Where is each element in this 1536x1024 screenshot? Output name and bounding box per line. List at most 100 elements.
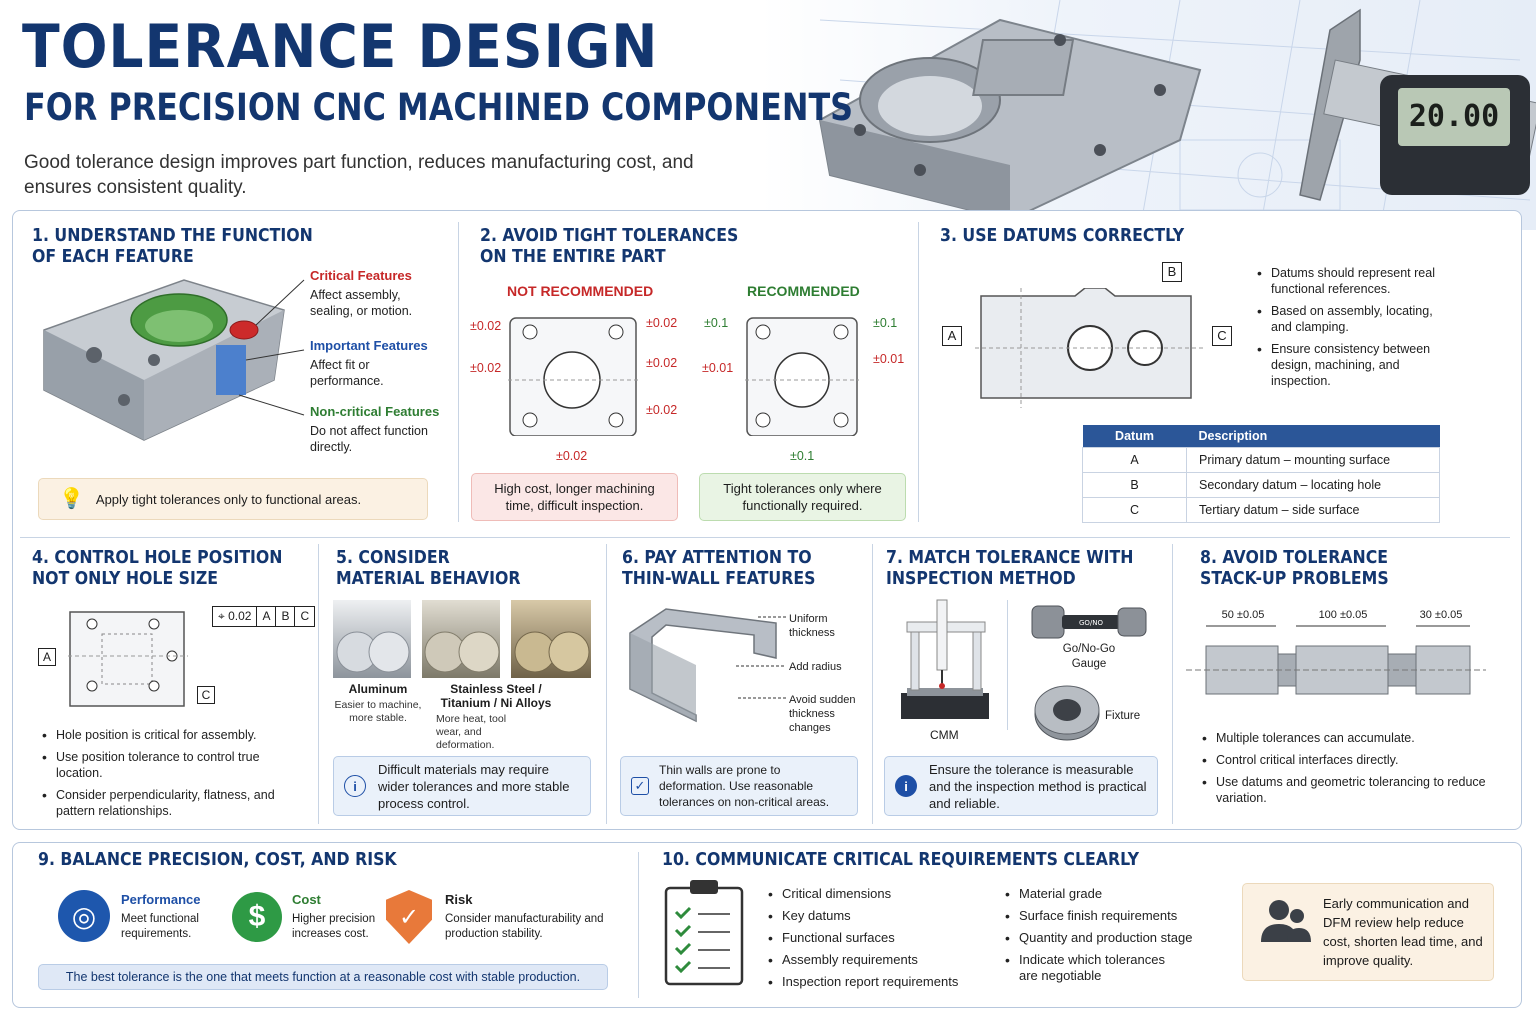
lightbulb-icon: 💡 — [59, 487, 84, 510]
datum-bullets: Datums should represent real functional … — [1255, 265, 1455, 395]
hole-position-bullets: Hole position is critical for assembly. … — [40, 727, 280, 825]
people-icon — [1261, 900, 1311, 942]
balance-banner: The best tolerance is the one that meets… — [38, 964, 608, 990]
list-item: Assembly requirements — [766, 952, 986, 968]
tol-label: ±0.02 — [470, 319, 502, 333]
section3-title: 3. USE DATUMS CORRECTLY — [940, 226, 1185, 246]
caliper-readout: 20.00 — [1409, 99, 1499, 134]
list-item: Surface finish requirements — [1003, 908, 1213, 924]
material-note-text: Difficult materials may require wider to… — [378, 761, 570, 811]
machined-part-photo: 20.00 — [818, 0, 1536, 230]
table-row: C Tertiary datum – side surface — [1082, 496, 1440, 523]
section1-title: 1. UNDERSTAND THE FUNCTION OF EACH FEATU… — [32, 226, 313, 267]
table-header: Datum — [1082, 425, 1187, 447]
hole-position-drawing — [68, 611, 188, 707]
divider — [458, 222, 459, 522]
section9-title: 9. BALANCE PRECISION, COST, AND RISK — [38, 850, 397, 870]
page-subtitle: FOR PRECISION CNC MACHINED COMPONENTS — [24, 86, 854, 129]
table-cell: Secondary datum – locating hole — [1186, 471, 1440, 498]
risk-desc: Consider manufacturability and productio… — [445, 913, 604, 940]
datum-a-label: A — [942, 326, 962, 346]
bullet: Use position tolerance to control true l… — [40, 749, 280, 781]
bullet: Control critical interfaces directly. — [1200, 752, 1490, 768]
fcf-tolerance: 0.02 — [228, 609, 252, 623]
feature-control-frame: ⌖ 0.02 A B C — [212, 606, 316, 627]
steel-label: Stainless Steel / Titanium / Ni Alloys — [440, 682, 552, 710]
list-item: Key datums — [766, 908, 986, 924]
dfm-callout: Early communication and DFM review help … — [1242, 883, 1494, 981]
thin-wall-note: ✓ Thin walls are prone to deformation. U… — [620, 756, 858, 816]
datum-b-label: B — [1162, 262, 1182, 282]
datum-part-drawing — [975, 288, 1205, 408]
list-item: Indicate which tolerances are negotiable — [1003, 952, 1183, 984]
dollar-icon: $ — [232, 892, 282, 942]
bullet: Ensure consistency between design, machi… — [1255, 341, 1455, 389]
checklist-icon — [664, 880, 744, 986]
list-item: Critical dimensions — [766, 886, 986, 902]
table-row: A Primary datum – mounting surface — [1082, 446, 1440, 473]
tip-text: Apply tight tolerances only to functiona… — [95, 491, 362, 507]
inspection-note-text: Ensure the tolerance is measurable and t… — [929, 761, 1147, 811]
performance-desc: Meet functional requirements. — [121, 913, 199, 940]
row-divider — [20, 537, 1510, 538]
cnc-part — [818, 18, 1202, 222]
divider — [638, 852, 639, 998]
digital-caliper — [1299, 8, 1536, 201]
important-features-label: Important Features — [310, 338, 428, 353]
fixture-image — [1034, 685, 1100, 741]
table-cell: C — [1082, 496, 1187, 523]
tol-label: ±0.1 — [704, 316, 729, 330]
stack-dim-2: 100 ±0.05 — [1318, 609, 1368, 621]
divider — [872, 544, 873, 824]
tol-label: ±0.02 — [646, 356, 678, 370]
performance-label: Performance — [121, 892, 201, 907]
not-recommended-heading: NOT RECOMMENDED — [507, 283, 654, 299]
tip-box: 💡 Apply tight tolerances only to functio… — [38, 478, 428, 520]
section2-title: 2. AVOID TIGHT TOLERANCES ON THE ENTIRE … — [480, 226, 739, 267]
table-cell: Tertiary datum – side surface — [1186, 496, 1440, 523]
info-icon: i — [895, 775, 917, 797]
bullet: Based on assembly, locating, and clampin… — [1255, 303, 1455, 335]
critical-features-desc: Affect assembly, sealing, or motion. — [310, 288, 413, 318]
datum-a-label: A — [38, 648, 56, 666]
part-feature-illustration — [43, 279, 305, 441]
checkbox-icon: ✓ — [631, 777, 649, 795]
go-no-go-gauge-image: GO/NO — [1031, 605, 1147, 639]
datum-c-label: C — [1212, 326, 1232, 346]
gauge-engraving: GO/NO — [1079, 619, 1104, 627]
steel-desc: More heat, tool wear, and deformation. — [436, 713, 507, 751]
table-cell: B — [1082, 471, 1187, 498]
recommended-drawing — [745, 317, 859, 436]
section8-title: 8. AVOID TOLERANCE STACK-UP PROBLEMS — [1200, 548, 1389, 589]
tol-label: ±0.01 — [873, 352, 905, 366]
material-note: i Difficult materials may require wider … — [333, 756, 591, 816]
tol-label: ±0.02 — [470, 361, 502, 375]
not-recommended-drawing — [508, 317, 638, 436]
table-cell: Primary datum – mounting surface — [1186, 446, 1440, 473]
not-recommended-note: High cost, longer machining time, diffic… — [471, 473, 678, 521]
target-icon: ◎ — [58, 890, 110, 942]
divider — [1007, 600, 1008, 730]
tol-label: ±0.02 — [556, 449, 588, 463]
fcf-datum: A — [257, 607, 277, 626]
section5-title: 5. CONSIDER MATERIAL BEHAVIOR — [336, 548, 521, 589]
stack-up-drawing — [1186, 625, 1486, 695]
section4-title: 4. CONTROL HOLE POSITION NOT ONLY HOLE S… — [32, 548, 283, 589]
stack-up-bullets: Multiple tolerances can accumulate. Cont… — [1200, 730, 1490, 812]
callout-uniform-thickness: Uniform thickness — [789, 613, 835, 639]
intro-text: Good tolerance design improves part func… — [24, 152, 694, 198]
bullet: Datums should represent real functional … — [1255, 265, 1455, 297]
table-header: Description — [1186, 425, 1440, 447]
important-features-desc: Affect fit or performance. — [310, 358, 384, 388]
thin-wall-note-text: Thin walls are prone to deformation. Use… — [659, 763, 830, 809]
cost-desc: Higher precision increases cost. — [292, 913, 376, 940]
bullet: Hole position is critical for assembly. — [40, 727, 280, 743]
stack-dim-3: 30 ±0.05 — [1419, 609, 1463, 621]
page-title: TOLERANCE DESIGN — [22, 12, 659, 82]
divider — [918, 222, 919, 522]
callout-thickness-changes: Avoid sudden thickness changes — [789, 694, 856, 734]
callout-add-radius: Add radius — [789, 661, 842, 673]
inspection-note: i Ensure the tolerance is measurable and… — [884, 756, 1158, 816]
stack-dim-1: 50 ±0.05 — [1221, 609, 1265, 621]
info-icon: i — [344, 775, 366, 797]
